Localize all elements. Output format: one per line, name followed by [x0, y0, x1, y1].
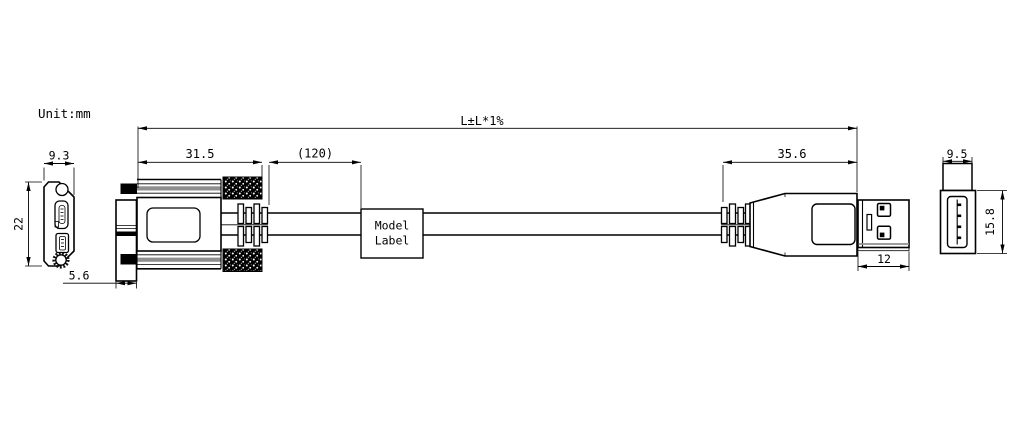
micro-socket-bottom [55, 232, 70, 254]
model-label-box: Model Label [360, 208, 424, 259]
screw-hole-bottom [52, 251, 70, 269]
knurl-block-top [222, 176, 263, 200]
dim-micro-height: 22 [12, 181, 42, 267]
svg-text:9.5: 9.5 [947, 147, 968, 161]
svg-text:5.6: 5.6 [69, 269, 90, 283]
svg-text:9.3: 9.3 [49, 149, 70, 163]
dim-label-offset: (120) [268, 147, 362, 208]
dim-usba-length: 35.6 [722, 147, 857, 202]
unit-note: Unit:mm [38, 106, 91, 121]
micro-label-window [146, 207, 201, 243]
micro-socket-top [54, 200, 69, 230]
shell-hole-bottom [876, 225, 892, 240]
cable [221, 212, 800, 236]
micro-end-view: 9.3 22 5.6 [12, 149, 137, 289]
dim-micro-connector-length: 31.5 [138, 147, 263, 177]
dim-micro-width: 9.3 [43, 149, 75, 195]
svg-text:31.5: 31.5 [186, 147, 215, 161]
shell-hole-top [876, 202, 892, 218]
strain-relief-left [221, 203, 269, 247]
flange [115, 199, 138, 282]
shell-band-top [137, 178, 222, 198]
dim-shell-length: 12 [857, 251, 910, 271]
svg-text:12: 12 [877, 252, 891, 266]
svg-text:35.6: 35.6 [778, 147, 807, 161]
model-label-line2: Label [375, 234, 410, 248]
dim-usba-end-width: 9.5 [942, 147, 973, 164]
strain-relief-right [720, 203, 753, 247]
usba-side-view: 35.6 12 [720, 147, 910, 271]
svg-text:22: 22 [12, 217, 26, 231]
usba-end-view: 9.5 15.8 [939, 147, 1007, 255]
shell-band-bottom [136, 251, 222, 270]
svg-text:(120): (120) [297, 147, 333, 161]
model-label-line1: Model [375, 219, 410, 233]
usba-end-top [942, 162, 973, 192]
svg-text:L±L*1%: L±L*1% [460, 114, 504, 128]
dim-flange-thickness: 5.6 [63, 269, 137, 289]
screw-hole-top [55, 182, 69, 197]
shell-slot [866, 213, 873, 231]
svg-text:15.8: 15.8 [983, 208, 997, 236]
latch-tab-top [120, 183, 137, 194]
knurl-block-bottom [222, 248, 263, 272]
usba-end-socket [946, 195, 968, 249]
dim-usba-end-height: 15.8 [977, 190, 1007, 254]
micro-side-view [115, 176, 269, 282]
latch-tab-bottom [120, 254, 137, 265]
usba-label-window [811, 203, 856, 246]
dim-overall-length: L±L*1% [137, 114, 858, 192]
usba-shell [857, 199, 910, 252]
